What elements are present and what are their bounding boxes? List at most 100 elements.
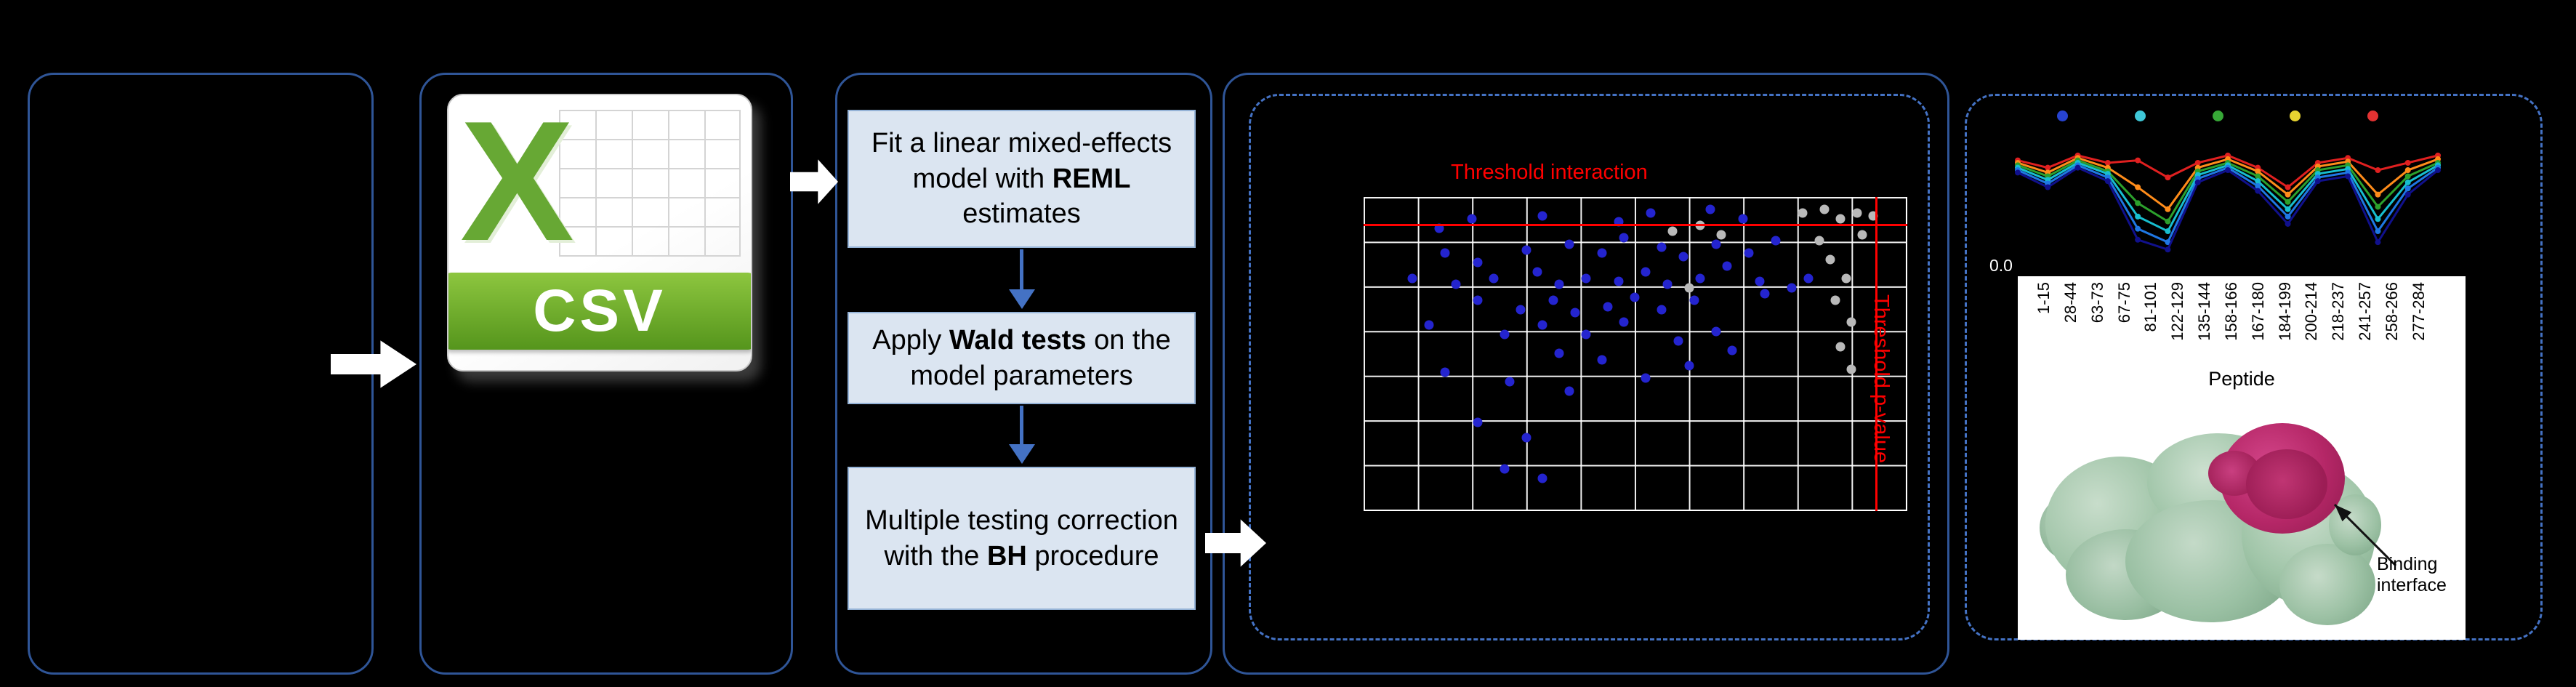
peptide-tick-label: 122-129 xyxy=(2168,282,2187,341)
blue-point xyxy=(1603,302,1613,311)
threshold-pvalue-line xyxy=(1875,197,1877,511)
blue-point xyxy=(1500,464,1510,474)
gray-point xyxy=(1835,342,1846,352)
gray-point xyxy=(1667,226,1678,236)
legend-dot-icon xyxy=(2290,111,2301,121)
gray-point xyxy=(1830,295,1840,305)
blue-point xyxy=(1570,308,1580,318)
profile-marker xyxy=(2375,191,2381,198)
profile-marker xyxy=(2135,213,2141,220)
blue-point xyxy=(1738,214,1748,224)
blue-point xyxy=(1451,279,1461,289)
blue-point xyxy=(1537,320,1547,330)
profile-marker xyxy=(2165,228,2171,235)
blue-point xyxy=(1705,204,1715,214)
peptide-tick-label: 258-266 xyxy=(2382,282,2401,341)
blue-point xyxy=(1532,267,1542,277)
step-text-post: procedure xyxy=(1026,540,1159,571)
step-text-post: estimates xyxy=(962,198,1081,230)
blue-point xyxy=(1771,236,1781,246)
peptide-tick-label: 277-284 xyxy=(2409,282,2428,341)
profile-marker xyxy=(2165,218,2171,225)
blue-point xyxy=(1678,252,1689,262)
peptide-tick-label: 184-199 xyxy=(2275,282,2294,341)
profile-marker xyxy=(2375,228,2381,235)
peptide-tick-label: 218-237 xyxy=(2329,282,2348,341)
blue-point xyxy=(1803,273,1814,284)
blue-point xyxy=(1537,473,1547,483)
blue-point xyxy=(1695,273,1705,284)
peptide-tick-label: 200-214 xyxy=(2302,282,2321,341)
profile-marker xyxy=(2285,184,2291,190)
blue-point xyxy=(1787,283,1797,293)
blue-point xyxy=(1581,329,1591,340)
blue-point xyxy=(1760,289,1770,299)
blue-point xyxy=(1554,279,1564,289)
profile-marker xyxy=(2404,167,2411,174)
blue-point xyxy=(1564,239,1574,249)
blue-point xyxy=(1424,320,1434,330)
blue-point xyxy=(1614,276,1624,286)
gray-point xyxy=(1819,204,1830,214)
profile-marker xyxy=(2375,239,2381,246)
spreadsheet-grid-icon xyxy=(559,110,741,257)
flow-arrow-icon xyxy=(331,339,416,390)
down-arrow-icon xyxy=(1020,406,1023,446)
profile-marker xyxy=(2255,173,2261,180)
gray-point xyxy=(1852,208,1862,217)
step-fit-model-text: Fit a linear mixed-effects model with RE… xyxy=(859,126,1184,232)
profile-marker xyxy=(2165,246,2171,253)
profile-marker xyxy=(2135,236,2141,243)
blue-point xyxy=(1467,214,1477,224)
gray-point xyxy=(1716,230,1726,240)
blue-point xyxy=(1711,326,1721,337)
step-text-pre: Apply xyxy=(872,324,949,355)
blue-point xyxy=(1537,211,1547,221)
flow-arrow-icon xyxy=(790,158,838,206)
profile-marker xyxy=(2225,167,2231,174)
volcano-threshold-interaction-label: Threshold interaction xyxy=(1451,161,1648,184)
profile-marker xyxy=(2285,191,2291,198)
profile-marker xyxy=(2135,184,2141,190)
step-fit-model: Fit a linear mixed-effects model with RE… xyxy=(848,110,1196,248)
profile-marker xyxy=(2104,178,2111,185)
blue-point xyxy=(1554,348,1564,358)
blue-point xyxy=(1597,355,1607,365)
csv-banner-label: CSV xyxy=(533,278,667,344)
step-text-pre: Multiple testing correction with the xyxy=(865,505,1178,571)
profile-marker xyxy=(2404,179,2411,185)
blue-point xyxy=(1711,239,1721,249)
binding-interface-label: Binding interface xyxy=(2377,554,2447,595)
peptide-tick-label: 158-166 xyxy=(2221,282,2240,341)
profile-marker xyxy=(2345,173,2351,180)
panel-csv-file xyxy=(419,73,793,675)
down-arrow-icon xyxy=(1020,249,1023,292)
blue-point xyxy=(1755,276,1765,286)
gray-point xyxy=(1825,254,1835,265)
volcano-plot xyxy=(1364,197,1907,511)
threshold-interaction-line xyxy=(1364,224,1907,226)
profile-line-navy xyxy=(2017,166,2439,252)
profile-marker xyxy=(2194,159,2201,166)
profile-marker xyxy=(2285,213,2291,220)
profile-marker xyxy=(2135,157,2141,164)
profile-line-teal xyxy=(2017,161,2439,233)
blue-point xyxy=(1407,273,1417,284)
flow-arrow-icon xyxy=(1205,518,1266,569)
legend-dot-icon xyxy=(2134,111,2146,121)
profile-marker xyxy=(2104,159,2111,166)
volcano-threshold-pvalue-label: Threshold p-value xyxy=(1869,294,1893,464)
peptide-tick-label: 63-73 xyxy=(2088,282,2106,324)
blue-point xyxy=(1489,273,1499,284)
blue-point xyxy=(1597,248,1607,258)
blue-point xyxy=(1619,233,1629,243)
legend-dot-icon xyxy=(2212,111,2223,121)
profile-marker xyxy=(2285,198,2291,205)
blue-point xyxy=(1657,242,1667,252)
blue-point xyxy=(1646,208,1656,217)
blue-point xyxy=(1440,367,1450,377)
blue-point xyxy=(1548,295,1558,305)
step-bh-correction-text: Multiple testing correction with the BH … xyxy=(865,503,1178,574)
